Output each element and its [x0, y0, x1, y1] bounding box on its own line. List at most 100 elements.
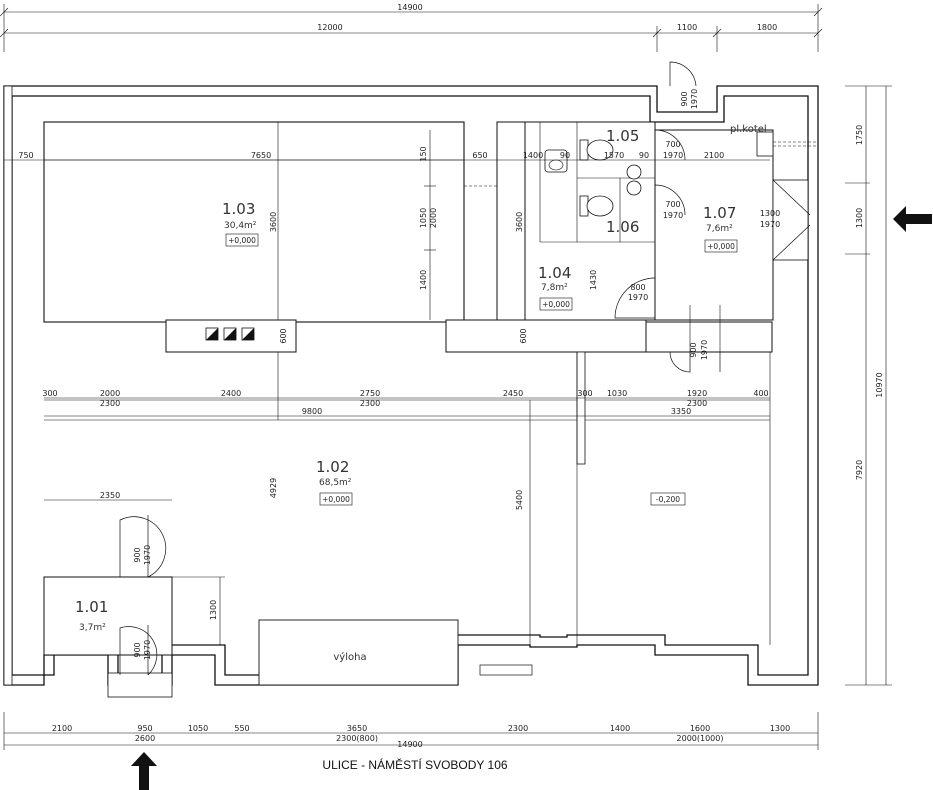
door-7-h: 1970 [143, 545, 152, 565]
dim-b-950: 950 [137, 724, 152, 733]
dim-b-2300: 2300 [508, 724, 528, 733]
dim-m-300b: 300 [577, 389, 592, 398]
boiler-label: pl.kotel [730, 124, 767, 135]
dim-i-650: 650 [472, 151, 487, 160]
room-1-07-area: 7,6m² [706, 224, 733, 234]
door-labels: 900 1970 700 1970 700 1970 1300 1970 800… [133, 89, 780, 660]
dim-i-1400: 1400 [523, 151, 543, 160]
shop-window-label: výloha [333, 651, 366, 663]
room-1-03-number: 1.03 [222, 200, 255, 218]
door-1-h: 1970 [690, 89, 699, 109]
room-1-02-level: +0,000 [322, 495, 350, 504]
dim-overall-top: 14900 [397, 3, 422, 12]
dim-v-3600b: 3600 [515, 212, 524, 232]
dim-m3-9800: 9800 [302, 407, 322, 416]
room-1-02-area: 68,5m² [319, 478, 352, 488]
entry-arrow-bottom [131, 752, 157, 790]
dim-v-1430: 1430 [589, 270, 598, 290]
dim-v-150: 150 [419, 146, 428, 161]
door-4-h: 1970 [760, 220, 780, 229]
interior-dimensions: 750 7650 650 1400 90 1570 90 2100 150 10… [4, 146, 770, 620]
dim-b-1600: 1600 [690, 724, 710, 733]
room-1-07-level: +0,000 [707, 242, 735, 251]
dim-m-2400: 2400 [221, 389, 241, 398]
room-1-03-level: +0,000 [228, 236, 256, 245]
room-1-04-number: 1.04 [538, 264, 571, 282]
dim-m-1920: 1920 [687, 389, 707, 398]
dim-m-2000: 2000 [100, 389, 120, 398]
room-1-04-level: +0,000 [542, 300, 570, 309]
room-1-04-area: 7,8m² [541, 283, 568, 293]
door-2-h: 1970 [663, 151, 683, 160]
room-1-01-area: 3,7m² [79, 623, 106, 633]
dim-b-550: 550 [234, 724, 249, 733]
dim-b2-2600: 2600 [135, 734, 155, 743]
door-3-w: 700 [665, 200, 680, 209]
door-6-h: 1970 [700, 340, 709, 360]
dim-v-600b: 600 [519, 328, 528, 343]
dim-top-1800: 1800 [757, 23, 777, 32]
dim-m2-2300b: 2300 [360, 399, 380, 408]
dim-r-1750: 1750 [855, 125, 864, 145]
dim-m-2750: 2750 [360, 389, 380, 398]
door-4-w: 1300 [760, 209, 780, 218]
dim-m2-2300a: 2300 [100, 399, 120, 408]
dim-v-600a: 600 [279, 328, 288, 343]
door-5-w: 800 [630, 283, 645, 292]
dim-m-2450: 2450 [503, 389, 523, 398]
dim-m-300a: 300 [42, 389, 57, 398]
door-2-w: 700 [665, 140, 680, 149]
door-3-h: 1970 [663, 211, 683, 220]
dim-m-1030: 1030 [607, 389, 627, 398]
dim-m2-2300c: 2300 [687, 399, 707, 408]
dim-b-overall: 14900 [397, 740, 422, 749]
entry-arrow-right [893, 206, 932, 232]
room-1-02-number: 1.02 [316, 458, 349, 476]
dim-i-2100: 2100 [704, 151, 724, 160]
room-1-03-area: 30,4m² [224, 221, 257, 231]
room-1-07-number: 1.07 [703, 204, 736, 222]
dim-v-2000: 2000 [429, 208, 438, 228]
dim-top-1100: 1100 [677, 23, 697, 32]
dim-i-90b: 90 [639, 151, 649, 160]
dim-v-4929: 4929 [269, 478, 278, 498]
bottom-dimensions: 2100 950 1050 550 3650 2300 1400 1600 13… [3, 712, 819, 750]
dim-b-1300: 1300 [770, 724, 790, 733]
room-1-01: 1.01 3,7m² [43, 499, 225, 698]
door-8-w: 900 [133, 642, 142, 657]
right-dimensions: 1750 1300 10970 7920 [845, 85, 892, 686]
shafts-left [205, 327, 255, 341]
door-7-w: 900 [133, 547, 142, 562]
dim-b-2100: 2100 [52, 724, 72, 733]
dim-1-01-2350: 2350 [100, 491, 120, 500]
stair-opening [464, 185, 497, 321]
room-1-01-number: 1.01 [75, 598, 108, 616]
dim-top-12000: 12000 [317, 23, 342, 32]
service-core: 1.05 1.06 1.07 7,6m² +0,000 1.04 7,8m² +… [445, 121, 818, 353]
room-1-03: 1.03 30,4m² +0,000 [43, 121, 465, 420]
dim-r-10970: 10970 [875, 372, 884, 397]
dim-b2-2000-1000: 2000(1000) [677, 734, 724, 743]
doors [119, 61, 811, 676]
dim-v-5400: 5400 [515, 490, 524, 510]
room-1-02: výloha 1.02 68,5m² +0,000 -0,200 [44, 351, 771, 686]
room-1-06-number: 1.06 [606, 218, 639, 236]
door-6-w: 900 [689, 342, 698, 357]
street-caption: ULICE - NÁMĚSTÍ SVOBODY 106 [322, 758, 508, 772]
dim-i-1570: 1570 [604, 151, 624, 160]
dim-v-3600a: 3600 [269, 212, 278, 232]
dim-1-01-1300: 1300 [209, 600, 218, 620]
dim-m3-3350: 3350 [671, 407, 691, 416]
dim-i-7650: 7650 [251, 151, 271, 160]
right-level: -0,200 [656, 495, 680, 504]
dim-v-1400: 1400 [419, 270, 428, 290]
dim-v-1050: 1050 [419, 208, 428, 228]
dim-m-400: 400 [753, 389, 768, 398]
dim-b-3650: 3650 [347, 724, 367, 733]
dim-r-7920: 7920 [855, 460, 864, 480]
door-5-h: 1970 [628, 293, 648, 302]
dim-b2-2300-800: 2300(800) [336, 734, 378, 743]
room-1-05-number: 1.05 [606, 127, 639, 145]
dim-r-1300: 1300 [855, 208, 864, 228]
